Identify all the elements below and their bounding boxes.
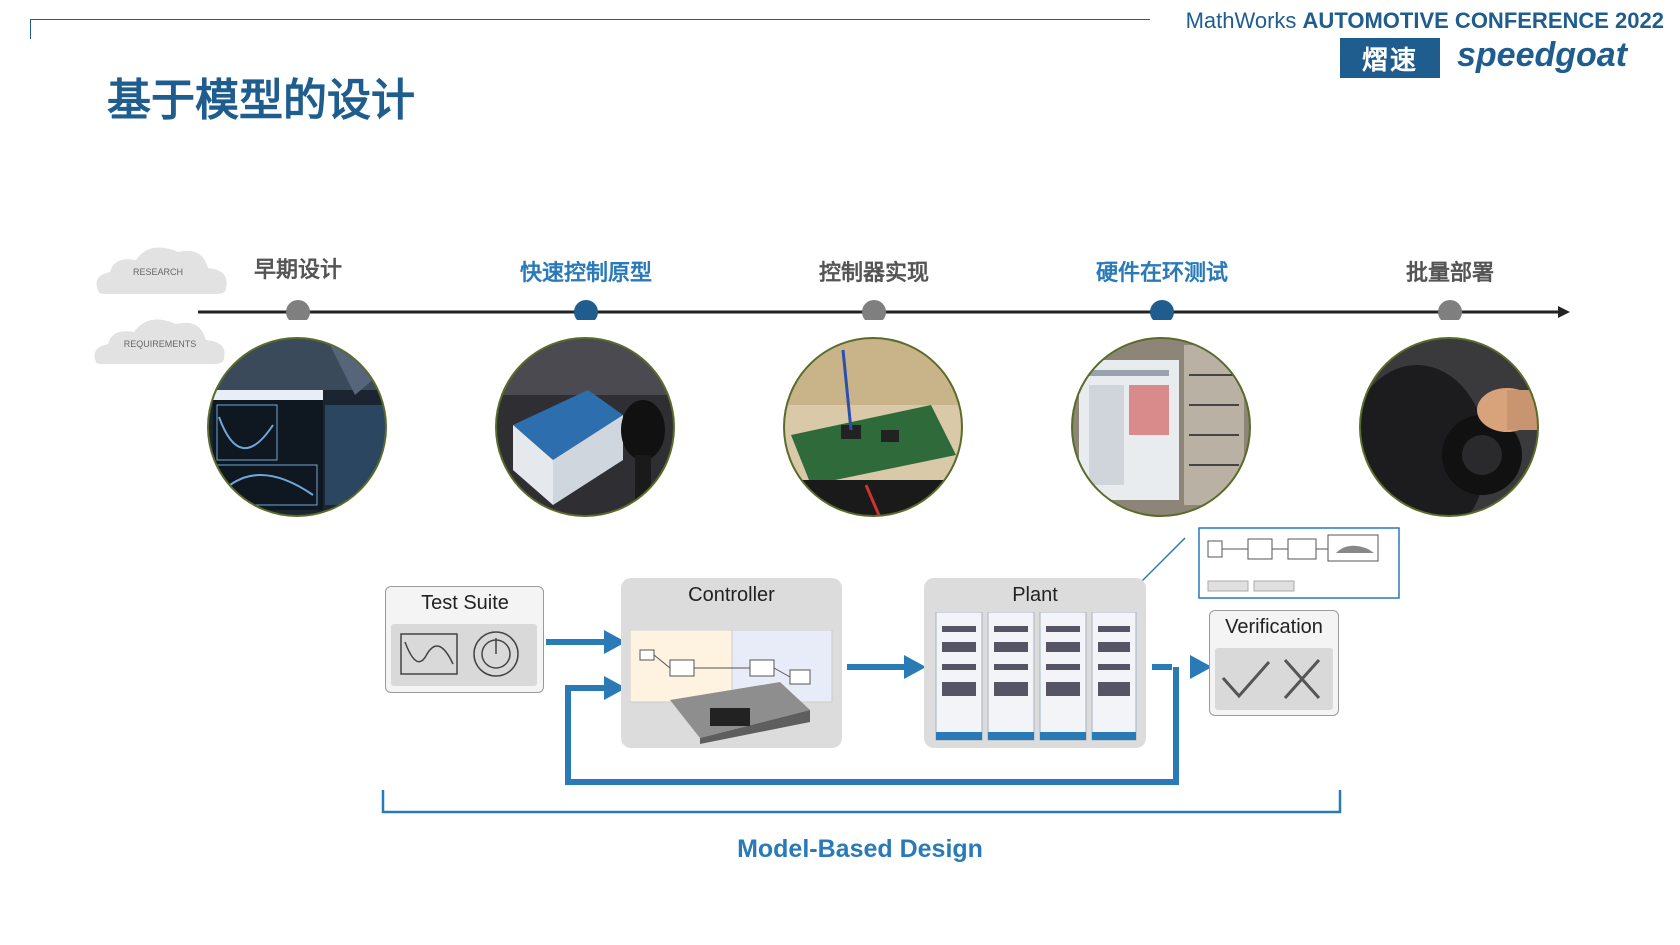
verification-icons — [1215, 648, 1333, 710]
conference-prefix: MathWorks — [1185, 8, 1297, 33]
photo-controller-impl — [783, 337, 963, 517]
photo-deployment — [1359, 337, 1539, 517]
stage-early-design: 早期设计 — [253, 257, 342, 282]
stage-controller-impl: 控制器实现 — [818, 260, 929, 285]
photo-hil — [1071, 337, 1251, 517]
research-cloud: RESEARCH — [96, 247, 227, 294]
cross-icon — [1283, 658, 1321, 700]
conference-title: MathWorks AUTOMOTIVE CONFERENCE 2022 — [1186, 8, 1664, 34]
header-rule-tick — [30, 19, 31, 39]
timeline-dot-deployment — [1438, 300, 1462, 320]
photo-rcp — [495, 337, 675, 517]
model-callout — [1198, 527, 1400, 599]
stage-rcp: 快速控制原型 — [519, 260, 652, 285]
cloud-research-label: RESEARCH — [133, 267, 183, 277]
verification-label: Verification — [1225, 616, 1323, 638]
waveform-icon — [400, 633, 458, 675]
arrowhead-to-verification — [1190, 655, 1212, 679]
test-suite-icons — [391, 624, 537, 686]
test-suite-label: Test Suite — [421, 592, 509, 614]
timeline-arrowhead — [1558, 306, 1570, 318]
stage-deployment: 批量部署 — [1405, 260, 1494, 285]
timeline — [198, 300, 1570, 320]
stage-hil: 硬件在环测试 — [1095, 260, 1228, 285]
timeline-dot-rcp — [574, 300, 598, 320]
clouds-graphic: RESEARCH REQUIREMENTS — [94, 247, 227, 364]
feedback-loop — [565, 667, 1179, 785]
timeline-dot-controller-impl — [862, 300, 886, 320]
timeline-dot-hil — [1150, 300, 1174, 320]
plant-racks — [935, 612, 1137, 741]
page-title: 基于模型的设计 — [107, 76, 415, 125]
photo-early-design — [207, 337, 387, 517]
dial-icon — [473, 631, 519, 677]
arrowhead-to-plant — [904, 655, 926, 679]
plant-label: Plant — [1012, 584, 1058, 606]
cloud-requirements-label: REQUIREMENTS — [124, 339, 197, 349]
conference-name: AUTOMOTIVE CONFERENCE 2022 — [1302, 8, 1664, 33]
check-icon — [1221, 661, 1271, 699]
model-based-design-label: Model-Based Design — [737, 835, 983, 863]
header-rule — [30, 19, 1150, 20]
mbd-bracket — [381, 790, 1342, 814]
controller-label: Controller — [688, 584, 775, 606]
arrowhead-feedback — [604, 676, 626, 700]
timeline-dot-early-design — [286, 300, 310, 320]
arrowhead-to-controller — [604, 630, 626, 654]
yisu-logo: 熠速 — [1340, 38, 1440, 78]
controller-diagram — [630, 630, 833, 744]
speedgoat-logo: speedgoat — [1457, 36, 1628, 74]
requirements-cloud: REQUIREMENTS — [94, 319, 225, 364]
yisu-logo-text: 熠速 — [1361, 44, 1418, 75]
